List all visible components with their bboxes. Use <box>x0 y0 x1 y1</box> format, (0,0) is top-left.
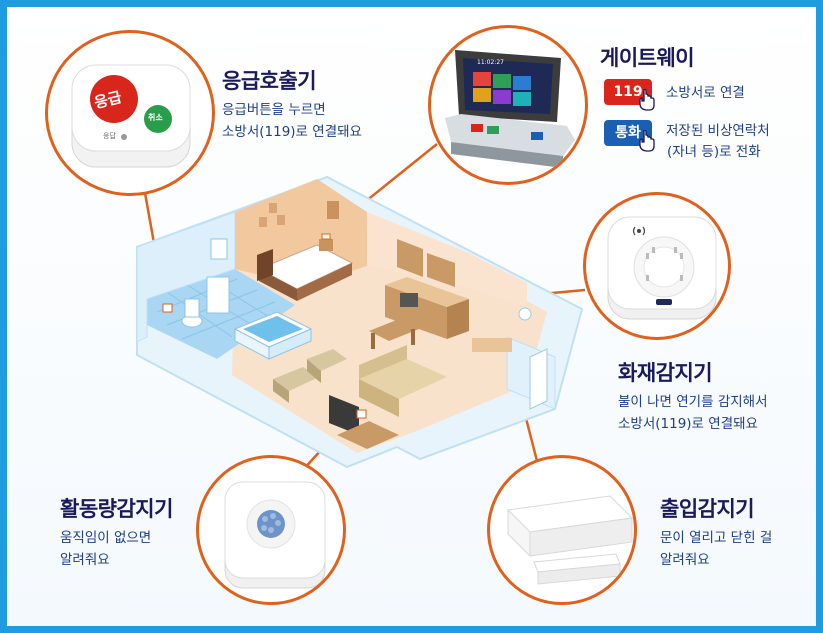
stove <box>400 293 418 307</box>
toilet-tank <box>184 298 200 318</box>
bathtub-front <box>268 328 312 360</box>
entry-detector-title: 출입감지기 <box>660 497 755 521</box>
gateway-circle: 11:02:27 <box>428 25 588 185</box>
fire-detector-title: 화재감지기 <box>618 361 713 385</box>
shoe-cabinet <box>472 338 512 352</box>
fire-detector-device <box>607 216 717 320</box>
bathroom-emergency-caller <box>162 303 173 313</box>
mini-activity-detector <box>356 409 367 419</box>
sofa-front <box>359 379 399 417</box>
counter-side <box>447 299 469 339</box>
gateway-device <box>445 50 575 168</box>
activity-detector-title: 활동량감지기 <box>60 497 173 521</box>
entry-detector-desc: 문이 열리고 닫힌 걸 알려줘요 <box>660 527 772 571</box>
sofa-back <box>359 345 407 379</box>
gateway-screen-time: 11:02:27 <box>477 59 504 66</box>
entry-detector-circle <box>487 455 637 605</box>
armchair-2 <box>307 349 347 371</box>
mirror <box>210 238 228 260</box>
wall-shelf <box>327 201 339 219</box>
tv <box>329 395 359 435</box>
cancel-button-label: 취소 <box>148 113 163 122</box>
upper-cabinet-2 <box>427 253 455 287</box>
response-label: 응답 <box>103 132 116 140</box>
nightstand <box>319 239 333 251</box>
emergency-caller-desc-line1: 응급버튼을 누르면 <box>222 102 326 118</box>
bathroom-floor <box>147 269 295 359</box>
activity-detector-circle <box>196 455 346 605</box>
fire-detector-circle <box>583 192 731 340</box>
activity-detector-desc: 움직임이 없으면 알려줘요 <box>60 527 151 571</box>
fire-detector-desc-line1: 불이 나면 연기를 감지해서 <box>618 394 768 410</box>
picture-frame-3 <box>259 217 267 227</box>
bed-front <box>297 263 352 301</box>
kitchen-wall <box>367 212 527 307</box>
call-contact-desc: 저장된 비상연락처 (자녀 등)로 전화 <box>666 121 770 163</box>
tv-stand <box>337 421 399 449</box>
fire-detector-desc: 불이 나면 연기를 감지해서 소방서(119)로 연결돼요 <box>618 391 768 435</box>
emergency-caller-title: 응급호출기 <box>222 69 317 93</box>
fire-detector-desc-line2: 소방서(119)로 연결돼요 <box>618 416 758 432</box>
picture-frame-2 <box>277 215 285 225</box>
picture-frame-1 <box>269 203 277 213</box>
wall-clock <box>518 307 532 321</box>
emergency-caller-desc-line2: 소방서(119)로 연결돼요 <box>222 124 362 140</box>
entry-detector-desc-line1: 문이 열리고 닫힌 걸 <box>660 530 773 546</box>
activity-detector-device <box>224 481 326 589</box>
activity-detector-desc-line2: 알려줘요 <box>60 552 110 568</box>
emergency-caller-device <box>71 64 191 168</box>
gateway-title: 게이트웨이 <box>600 46 695 70</box>
activity-detector-desc-line1: 움직임이 없으면 <box>60 530 152 546</box>
bathroom-cabinet <box>206 276 230 314</box>
bed-side <box>259 269 297 301</box>
call-contact-desc-line2: (자녀 등)로 전화 <box>667 144 761 160</box>
house-illustration <box>136 143 586 475</box>
emergency-caller-circle: 응급 취소 응답 <box>45 30 215 196</box>
hand-pointer-icon <box>639 89 655 111</box>
headboard <box>257 249 273 281</box>
dining-table <box>369 319 419 341</box>
hand-pointer-icon <box>639 130 655 152</box>
speaker-icon <box>632 226 646 236</box>
armchair-1 <box>273 367 319 391</box>
entry-detector-desc-line2: 알려줘요 <box>660 552 710 568</box>
call-contact-desc-line1: 저장된 비상연락처 <box>666 123 770 139</box>
upper-cabinet <box>397 239 423 277</box>
emergency-caller-desc: 응급버튼을 누르면 소방서(119)로 연결돼요 <box>222 99 362 143</box>
counter-top <box>385 277 469 307</box>
call-119-desc: 소방서로 연결 <box>666 85 745 101</box>
sofa-seat <box>359 359 447 399</box>
entry-detector-device <box>506 495 634 585</box>
mini-emergency-caller <box>321 233 331 240</box>
door <box>529 348 548 410</box>
bathtub-water <box>243 316 303 342</box>
